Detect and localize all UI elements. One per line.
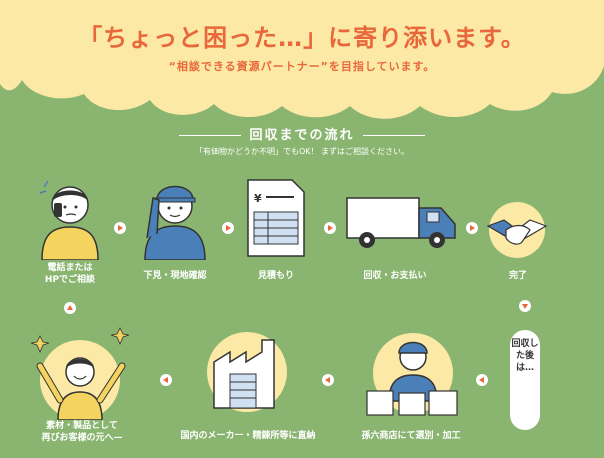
flow-note: 「有価物かどうか不明」でもOK！ まずはご相談ください。 (194, 147, 410, 156)
arrow-right-icon (114, 222, 126, 234)
arrow-up-icon (64, 302, 76, 314)
worker-saluting-icon (144, 185, 206, 260)
flow-title: 回収までの流れ (0, 124, 604, 143)
step-label-direct-delivery: 国内のメーカー・精錬所等に直納 (180, 431, 316, 441)
step-label-estimate: 見積もり (257, 271, 294, 281)
estimate-document-icon: ¥ (247, 179, 305, 257)
cloud-banner (0, 0, 604, 119)
phone-worried-person-icon (39, 180, 99, 260)
arrow-left-icon (476, 374, 488, 386)
flow-title-text: 回収までの流れ (249, 128, 355, 143)
divider (362, 135, 425, 136)
happy-person-icon (30, 327, 130, 420)
arrow-right-icon (222, 222, 234, 234)
subline: “相談できる資源パートナー”を目指しています。 (168, 60, 436, 73)
step-label-return: 素材・製品として 再びお客様の元へ— (41, 421, 123, 443)
step-label-sorting: 孫六商店にて選別・加工 (361, 431, 461, 441)
factory-icon (207, 332, 287, 412)
arrow-down-icon (519, 300, 531, 312)
after-collection-pill (510, 330, 540, 430)
handshake-icon (486, 202, 548, 258)
arrow-right-icon (324, 222, 336, 234)
after-collection-label: 回収した後は… (511, 339, 539, 373)
svg-text:¥: ¥ (254, 192, 262, 205)
step-label-inspection: 下見・現地確認 (143, 271, 207, 281)
arrow-left-icon (322, 374, 334, 386)
arrow-right-icon (466, 222, 478, 234)
truck-icon (346, 197, 456, 248)
step-label-collection-payment: 回収・お支払い (363, 271, 427, 281)
step-label-complete: 完了 (508, 271, 527, 281)
step-label-consult: 電話または HPでご相談 (44, 263, 96, 285)
arrow-left-icon (160, 374, 172, 386)
worker-boxes-icon (366, 333, 458, 416)
divider (179, 135, 242, 136)
headline: 「ちょっと困った…」に寄り添います。 (78, 24, 526, 52)
